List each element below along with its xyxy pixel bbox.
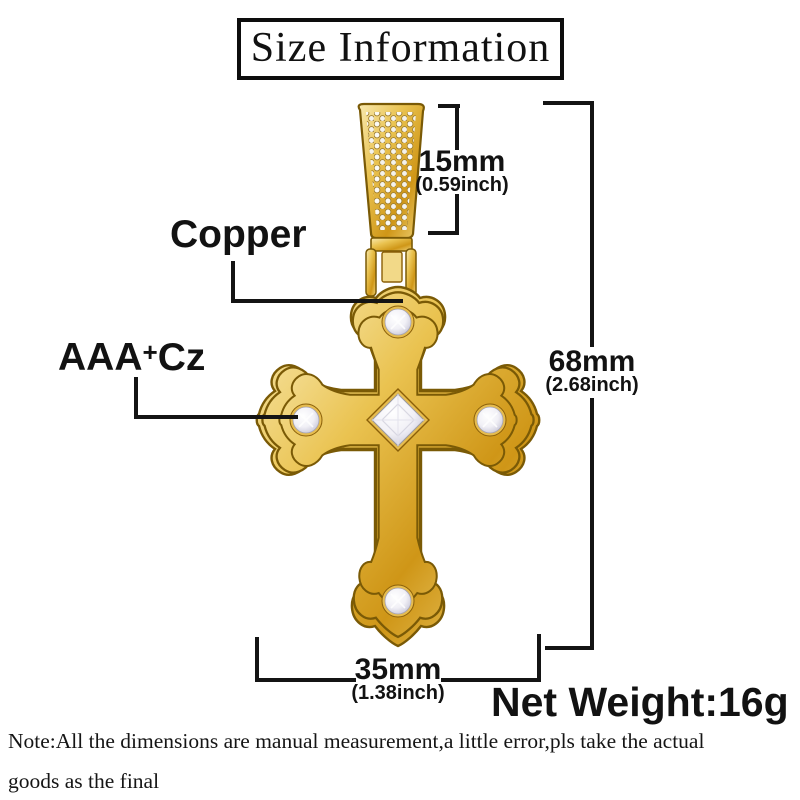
bail-bracket-vertical-lower [455, 194, 459, 234]
material-pointer-vertical [231, 261, 235, 303]
bail-height-mm: 15mm [418, 145, 506, 178]
width-measurement: 35mm (1.38inch) [348, 653, 448, 704]
bail-bracket-top-tick [438, 104, 460, 108]
total-height-inch: (2.68inch) [545, 374, 639, 396]
width-mm: 35mm [354, 653, 442, 686]
measurement-note: Note:All the dimensions are manual measu… [8, 726, 796, 796]
stone-grade-label: AAA+Cz [58, 336, 205, 380]
total-height-mm: 68mm [548, 345, 636, 378]
height-bracket-bottom-tick [545, 646, 594, 650]
bail-height-measurement: 15mm (0.59inch) [412, 145, 512, 196]
cz-stones [289, 305, 507, 618]
stone-pointer-vertical [134, 377, 138, 419]
stone-grade-plus: + [142, 337, 158, 367]
width-bracket-left-tick [255, 637, 259, 682]
height-bracket-top-tick [543, 101, 594, 105]
cross-body [255, 285, 541, 648]
material-pointer-horizontal [231, 299, 403, 303]
width-bracket-horizontal-left [255, 678, 356, 682]
stone-grade-suffix: Cz [157, 336, 206, 379]
bail-bracket-vertical-upper [455, 104, 459, 150]
height-bracket-vertical-upper [590, 101, 594, 347]
title-box: Size Information [237, 18, 564, 80]
cross-pendant-image [255, 102, 541, 648]
bail-bracket-bottom-tick [428, 231, 459, 235]
material-label: Copper [170, 213, 307, 256]
stone-grade-prefix: AAA [58, 336, 143, 379]
width-bracket-horizontal-right [441, 678, 541, 682]
height-bracket-vertical-lower [590, 398, 594, 650]
total-height-measurement: 68mm (2.68inch) [540, 345, 644, 396]
page-title: Size Information [250, 25, 551, 71]
stone-pointer-horizontal [134, 415, 298, 419]
note-line-1: Note:All the dimensions are manual measu… [8, 729, 705, 753]
note-line-2: goods as the final [8, 769, 160, 793]
width-inch: (1.38inch) [351, 682, 445, 704]
net-weight-label: Net Weight:16g [491, 679, 789, 725]
pendant-bail [357, 102, 425, 240]
width-bracket-right-tick [537, 634, 541, 682]
bail-height-inch: (0.59inch) [415, 174, 509, 196]
